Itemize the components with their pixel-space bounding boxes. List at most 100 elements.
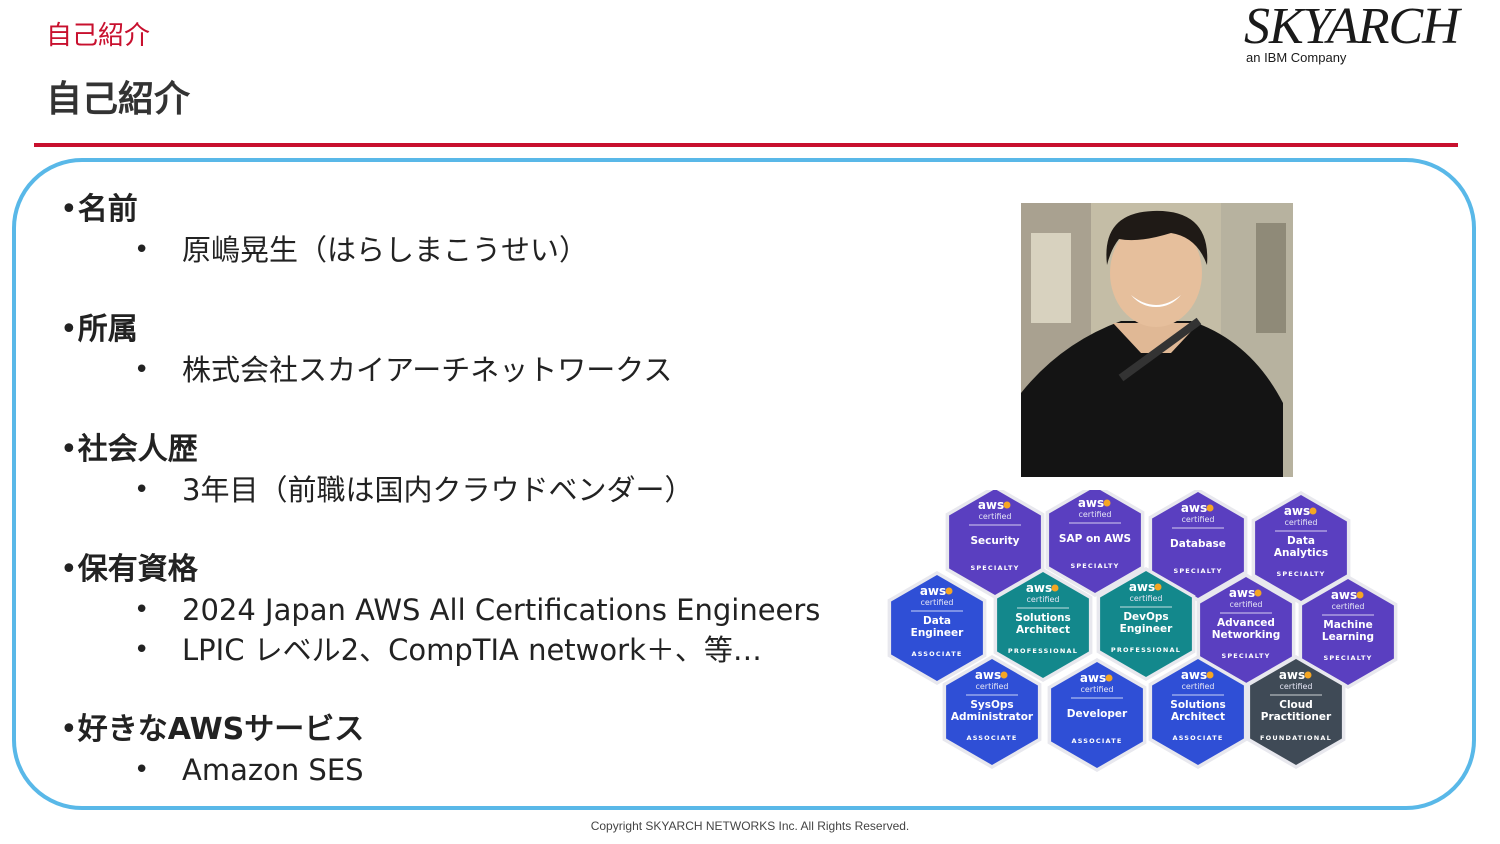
badge-brand: aws: [1181, 668, 1207, 682]
badge-name: Engineer: [911, 627, 964, 639]
badge-name: SysOps: [970, 699, 1013, 711]
badge-check-icon: [945, 587, 953, 595]
section-heading: •社会人歴: [60, 432, 198, 467]
profile-photo-illustration: [1021, 203, 1293, 477]
logo-wordmark: SKYARCH: [1244, 0, 1460, 55]
breadcrumb: 自己紹介: [46, 21, 151, 51]
section-heading: •好きなAWSサービス: [60, 712, 365, 747]
badge-brand: aws: [1129, 580, 1155, 594]
badge-hexagon: [949, 490, 1041, 595]
copyright-footer: Copyright SKYARCH NETWORKS Inc. All Righ…: [590, 819, 910, 833]
badge-brand: aws: [1080, 671, 1106, 685]
badge-subtitle: certified: [1080, 685, 1113, 694]
badge-check-icon: [1254, 589, 1262, 597]
badge-hexagon: [1250, 659, 1342, 765]
badge-name: Networking: [1212, 629, 1281, 641]
badge-subtitle: certified: [1129, 594, 1162, 603]
badge-subtitle: certified: [1181, 515, 1214, 524]
badge-brand: aws: [1229, 586, 1255, 600]
badge-subtitle: certified: [1284, 518, 1317, 527]
badge-level: ASSOCIATE: [1071, 737, 1122, 745]
badge-level: ASSOCIATE: [911, 650, 962, 658]
badge-level: SPECIALTY: [1070, 562, 1119, 570]
badge-level: ASSOCIATE: [966, 734, 1017, 742]
section-name: •名前 •原嶋晃生（はらしまこうせい）: [60, 190, 588, 270]
list-item: •2024 Japan AWS All Certifications Engin…: [134, 593, 821, 627]
badge-name: Solutions: [1170, 699, 1225, 711]
badge-check-icon: [1105, 674, 1113, 682]
badge-name: Learning: [1322, 631, 1374, 643]
section-heading: •名前: [60, 192, 138, 227]
badge-name: Administrator: [951, 711, 1034, 723]
badge-name: Advanced: [1217, 617, 1275, 629]
badge-check-icon: [1000, 671, 1008, 679]
badge-subtitle: certified: [1331, 602, 1364, 611]
badge-hexagon: [1049, 490, 1141, 593]
list-item: •株式会社スカイアーチネットワークス: [134, 353, 673, 387]
content-frame: [12, 158, 1476, 810]
list-item: •LPIC レベル2、CompTIA network＋、等…: [134, 633, 762, 667]
badge-level: SPECIALTY: [1173, 567, 1222, 575]
badge-level: SPECIALTY: [970, 564, 1019, 572]
section-affiliation: •所属 •株式会社スカイアーチネットワークス: [60, 310, 672, 390]
badge-name: Architect: [1016, 624, 1070, 636]
badge-check-icon: [1051, 584, 1059, 592]
badge-subtitle: certified: [1078, 510, 1111, 519]
section-career: •社会人歴 •3年目（前職は国内クラウドベンダー）: [60, 430, 693, 510]
badge-subtitle: certified: [975, 682, 1008, 691]
badge-hexagon: [997, 572, 1089, 678]
badge-hexagon: [1100, 571, 1192, 677]
badge-brand: aws: [1284, 504, 1310, 518]
badge-check-icon: [1154, 583, 1162, 591]
badge-brand: aws: [978, 498, 1004, 512]
badge-hexagon: [946, 659, 1038, 765]
badge-level: SPECIALTY: [1221, 652, 1270, 660]
list-item: •Amazon SES: [134, 753, 364, 787]
badge-subtitle: certified: [1229, 600, 1262, 609]
badge-name: Cloud: [1279, 699, 1313, 711]
section-heading: •保有資格: [60, 552, 198, 587]
list-item: •原嶋晃生（はらしまこうせい）: [134, 233, 589, 267]
badge-name: Developer: [1067, 708, 1128, 720]
badge-name: Security: [970, 535, 1019, 547]
badge-check-icon: [1309, 507, 1317, 515]
badge-name: Data: [923, 615, 951, 627]
badge-brand: aws: [975, 668, 1001, 682]
badge-name: SAP on AWS: [1059, 533, 1131, 545]
badge-name: Database: [1170, 538, 1226, 550]
badge-name: Analytics: [1274, 547, 1328, 559]
badge-level: SPECIALTY: [1323, 654, 1372, 662]
badge-check-icon: [1356, 591, 1364, 599]
badge-level: PROFESSIONAL: [1111, 646, 1181, 654]
badge-name: Data: [1287, 535, 1315, 547]
badge-level: ASSOCIATE: [1172, 734, 1223, 742]
badge-check-icon: [1103, 499, 1111, 507]
badge-name: Practitioner: [1261, 711, 1332, 723]
profile-photo: [1021, 203, 1293, 477]
badge-brand: aws: [1331, 588, 1357, 602]
badge-name: Solutions: [1015, 612, 1070, 624]
title-divider: [34, 143, 1458, 147]
logo-tagline: an IBM Company: [1246, 50, 1347, 65]
section-favorite-service: •好きなAWSサービス •Amazon SES: [60, 710, 364, 790]
section-certifications: •保有資格 •2024 Japan AWS All Certifications…: [60, 550, 820, 670]
badge-subtitle: certified: [1279, 682, 1312, 691]
badge-brand: aws: [1026, 581, 1052, 595]
badge-hexagon: [1152, 492, 1244, 598]
badge-name: DevOps: [1123, 611, 1168, 623]
badge-name: Machine: [1323, 619, 1372, 631]
badge-brand: aws: [1078, 496, 1104, 510]
badge-check-icon: [1304, 671, 1312, 679]
badge-brand: aws: [1181, 501, 1207, 515]
badge-hexagon: [1302, 579, 1394, 685]
section-heading: •所属: [60, 312, 138, 347]
